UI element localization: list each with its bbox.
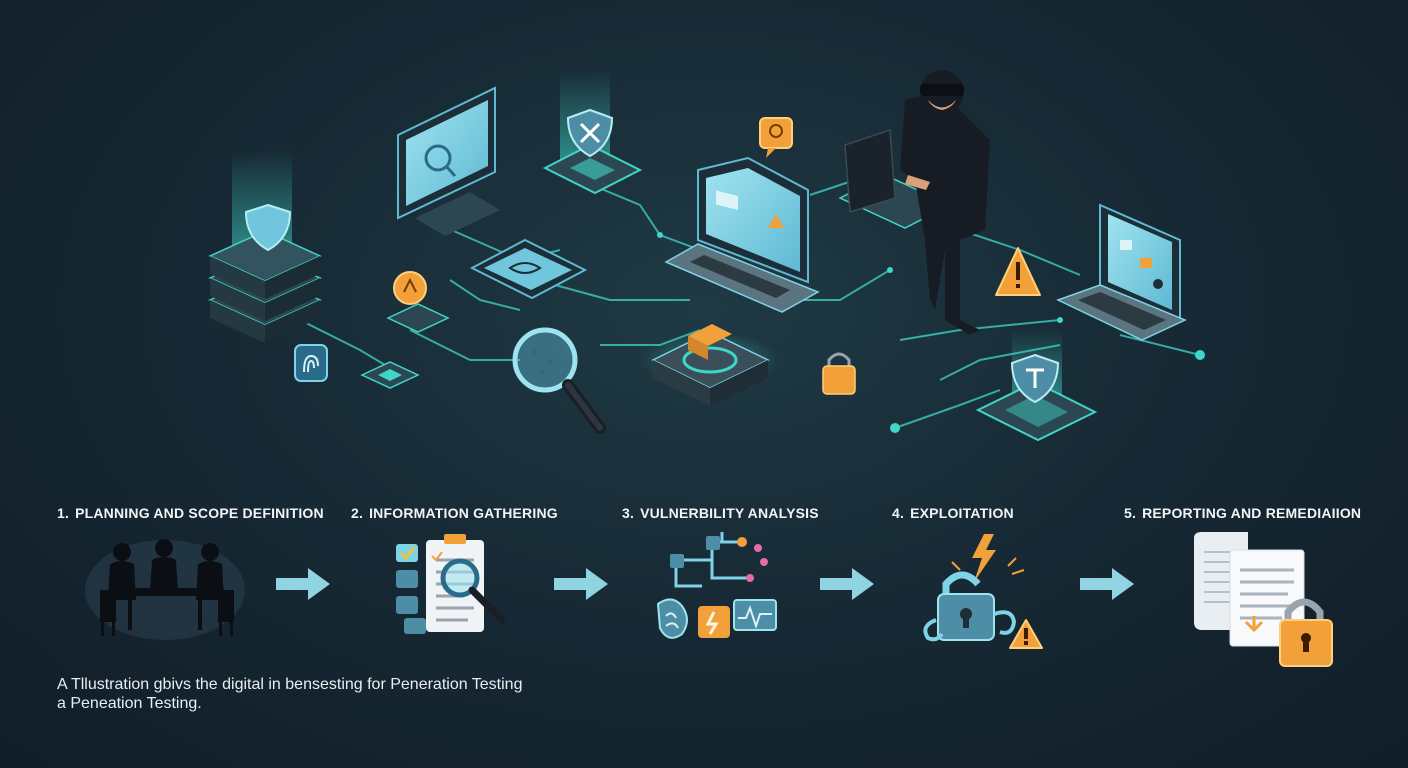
- step-5-label: 5.REPORTING AND REMEDIAIION: [1124, 505, 1362, 521]
- network-scene: [208, 70, 1205, 442]
- arrow-right-icon: [820, 568, 874, 600]
- right-laptop-icon: [1056, 203, 1187, 341]
- center-laptop-icon: [664, 156, 820, 313]
- padlock-icon: [822, 352, 856, 395]
- caption: A Tllustration gbivs the digital in bens…: [57, 675, 522, 713]
- circuit-analysis-icon: [656, 532, 777, 639]
- caption-line-2: a Peneation Testing.: [57, 695, 202, 712]
- step-3-label: 3.VULNERBILITY ANALYSIS: [622, 505, 819, 521]
- shield-x-icon: [542, 70, 643, 195]
- warning-badge-icon: [386, 271, 450, 333]
- checklist-magnifier-icon: [396, 534, 506, 634]
- step-2-label: 2.INFORMATION GATHERING: [351, 505, 558, 521]
- tablet-icon: [469, 238, 588, 300]
- alert-chat-icon: [759, 117, 793, 158]
- broken-lock-icon: [923, 534, 1043, 649]
- step-1-label: 1.PLANNING AND SCOPE DEFINITION: [57, 505, 324, 521]
- processing-platform-icon: [640, 324, 780, 406]
- arrow-right-icon: [554, 568, 608, 600]
- warning-triangle-icon: [995, 247, 1041, 296]
- fingerprint-icon: [294, 344, 328, 382]
- hacker-figure-icon: [838, 70, 990, 335]
- arrow-right-icon: [276, 568, 330, 600]
- shield-platform-icon: [975, 330, 1098, 442]
- server-shield-icon: [208, 150, 322, 343]
- meeting-people-icon: [85, 539, 245, 640]
- magnifying-glass-icon: [512, 327, 606, 434]
- report-lock-icon: [1194, 532, 1333, 667]
- caption-line-1: A Tllustration gbivs the digital in bens…: [57, 676, 523, 693]
- desktop-monitor-icon: [397, 86, 500, 236]
- chip-icon: [360, 361, 420, 389]
- step-4-label: 4.EXPLOITATION: [892, 505, 1014, 521]
- arrow-right-icon: [1080, 568, 1134, 600]
